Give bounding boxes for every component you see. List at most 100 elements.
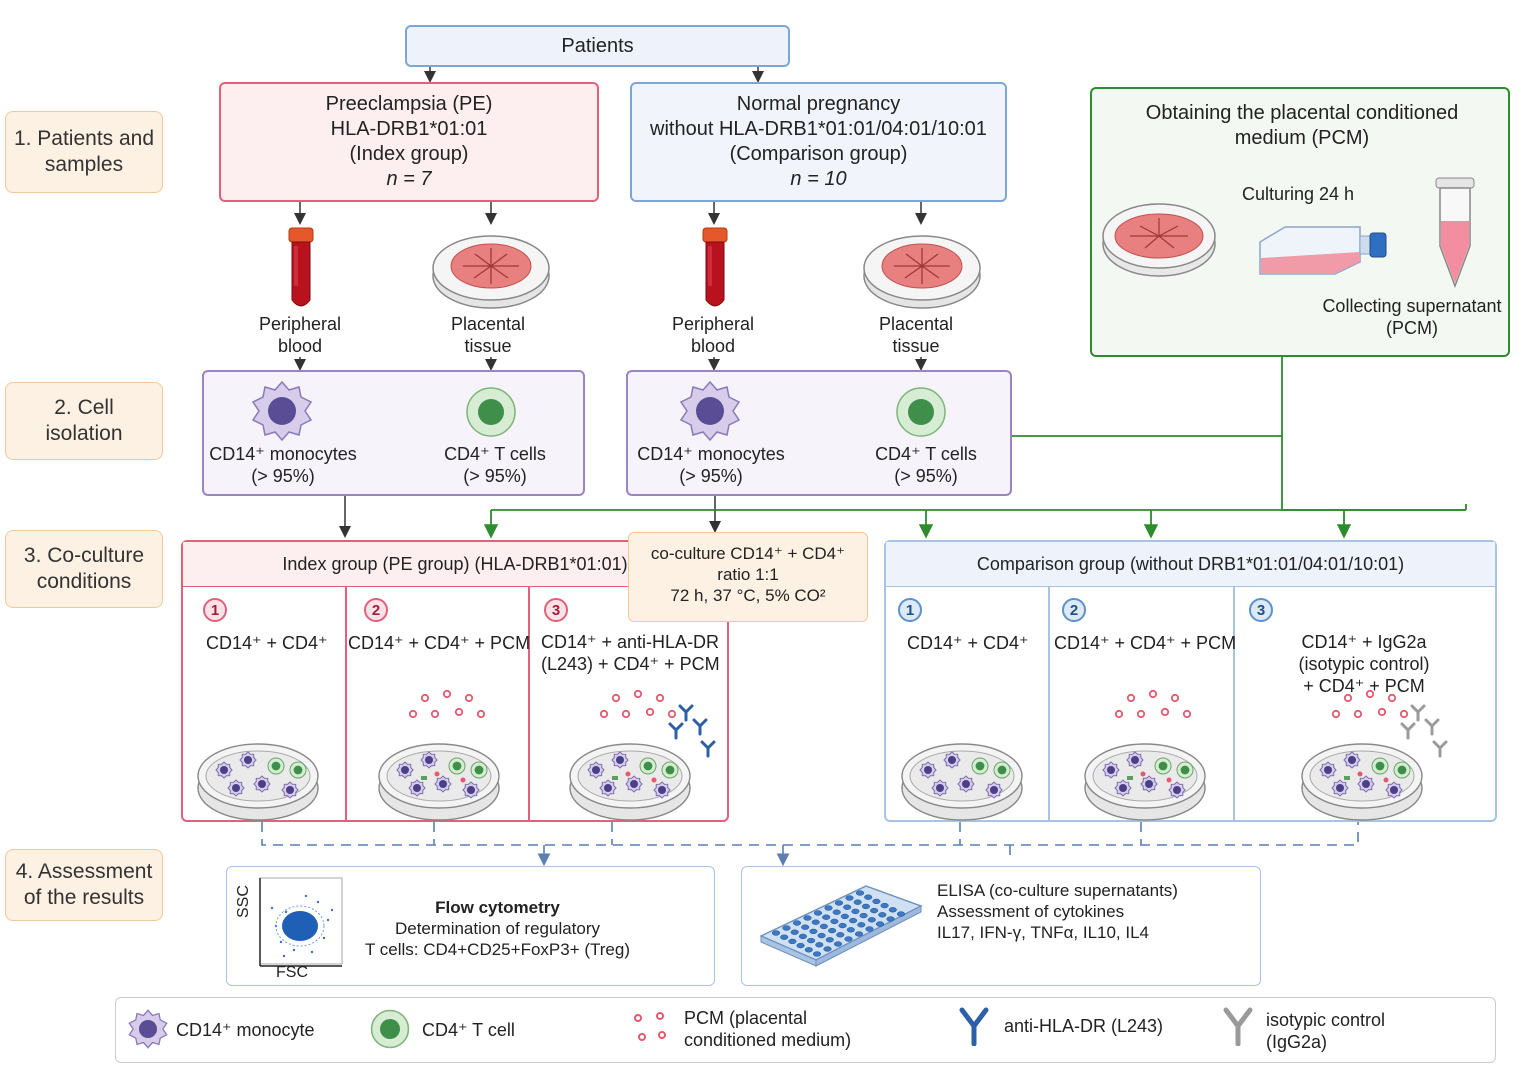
normal-pregnancy-group-box: Normal pregnancy without HLA-DRB1*01:01/…	[630, 82, 1007, 202]
pcm-particle	[1170, 693, 1180, 703]
pcm-particle	[1353, 709, 1363, 719]
pcm-particle	[430, 709, 440, 719]
collection-tube-icon	[1435, 177, 1475, 289]
monocyte-icon	[587, 761, 605, 779]
pcm-particle	[1148, 689, 1158, 699]
monocyte-icon	[653, 781, 671, 799]
pcm-particle	[420, 693, 430, 703]
pcm-particle	[464, 693, 474, 703]
sample-label-blood: Peripheral blood	[671, 314, 755, 356]
monocyte-icon	[462, 781, 480, 799]
pe-n: n = 7	[386, 168, 432, 190]
legend-antibody-icon	[959, 1007, 989, 1046]
np-n: n = 10	[790, 168, 847, 190]
legend-t-cell-icon	[370, 1009, 410, 1049]
monocyte-icon	[611, 751, 629, 769]
flow-cytometry-plot-icon	[259, 877, 343, 967]
condition-number: 1	[203, 598, 227, 622]
legend-monocyte-label: CD14⁺ monocyte	[176, 1020, 315, 1040]
antibody-icon	[700, 740, 716, 758]
step-2-label: 2. Cell isolation	[5, 382, 163, 460]
flow-cytometry-text: Flow cytometry Determination of regulato…	[364, 898, 630, 959]
np-line2: without HLA-DRB1*01:01/04:01/10:01	[650, 118, 987, 140]
legend-pcm-icon	[634, 1012, 666, 1041]
blood-tube-icon	[702, 227, 728, 307]
pcm-particle	[1387, 693, 1397, 703]
legend-antibody-label: anti-HLA-DR (L243)	[1004, 1016, 1164, 1036]
comparison-condition-3: CD14⁺ + IgG2a(isotypic control)+ CD4⁺ + …	[1298, 632, 1430, 696]
step-4-label: 4. Assessment of the results	[5, 849, 163, 921]
monocyte-icon	[599, 779, 617, 797]
t-cell-icon	[448, 757, 466, 775]
sample-label-tissue: Placental tissue	[878, 314, 954, 356]
pcm-particle	[408, 709, 418, 719]
pe-line2: HLA-DRB1*01:01	[330, 118, 488, 140]
t-cell-icon	[470, 761, 488, 779]
t-cell-icon	[1371, 757, 1389, 775]
placenta-dish-icon	[432, 235, 550, 309]
monocyte-icon	[1319, 761, 1337, 779]
index-divider	[345, 587, 347, 820]
t-cell-icon	[1393, 761, 1411, 779]
monocyte-icon	[251, 380, 313, 442]
pcm-particle	[633, 689, 643, 699]
antibody-icon	[668, 722, 684, 740]
condition-number: 3	[544, 598, 568, 622]
pcm-particle	[599, 709, 609, 719]
pe-line1: Preeclampsia (PE)	[325, 93, 493, 115]
monocyte-icon	[1357, 775, 1375, 793]
t-cell-icon	[1154, 757, 1172, 775]
isolation-tcell-label: CD4⁺ T cells(> 95%)	[875, 444, 977, 486]
t-cell-icon	[289, 761, 307, 779]
comparison-condition-1: CD14⁺ + CD4⁺	[907, 633, 1029, 653]
pcm-particle	[621, 709, 631, 719]
pcm-particle	[667, 709, 677, 719]
sample-label-tissue: Placental tissue	[450, 314, 526, 356]
culture-dish-icon	[1301, 689, 1448, 821]
pcm-particle	[1114, 709, 1124, 719]
t-cell-icon	[993, 761, 1011, 779]
pcm-particle	[655, 693, 665, 703]
np-line3: (Comparison group)	[729, 143, 908, 165]
monocyte-icon	[1385, 781, 1403, 799]
condition-number: 3	[1249, 598, 1273, 622]
step-1-label: 1. Patients and samples	[5, 111, 163, 193]
t-cell-icon	[639, 757, 657, 775]
cell-isolation-box-normal	[626, 370, 1012, 496]
pcm-particle	[476, 709, 486, 719]
antibody-icon	[1424, 718, 1440, 736]
legend-t-cell-label: CD4⁺ T cell	[422, 1020, 515, 1040]
comparison-condition-2: CD14⁺ + CD4⁺ + PCM	[1054, 633, 1237, 653]
index-condition-2: CD14⁺ + CD4⁺ + PCM	[348, 633, 531, 653]
monocyte-icon	[1331, 779, 1349, 797]
legend-isotype-icon	[1223, 1007, 1253, 1046]
monocyte-icon	[625, 775, 643, 793]
monocyte-icon	[396, 761, 414, 779]
culture-flask-icon	[1259, 226, 1387, 275]
t-cell-icon	[466, 387, 516, 437]
antibody-icon	[692, 718, 708, 736]
index-divider	[528, 587, 530, 820]
pcm-particle	[611, 693, 621, 703]
culture-dish-icon	[901, 743, 1023, 821]
comparison-divider	[1233, 587, 1235, 820]
culturing-label: Culturing 24 h	[1242, 184, 1355, 204]
monocyte-icon	[985, 781, 1003, 799]
pcm-particle	[1126, 693, 1136, 703]
fsc-axis-label: FSC	[276, 964, 308, 981]
t-cell-icon	[971, 757, 989, 775]
patients-box: Patients	[405, 25, 790, 67]
t-cell-icon	[896, 387, 946, 437]
pcm-particle	[442, 689, 452, 699]
monocyte-icon	[420, 751, 438, 769]
condition-number: 1	[898, 598, 922, 622]
monocyte-icon	[227, 779, 245, 797]
coculture-conditions-note: co-culture CD14⁺ + CD4⁺ ratio 1:1 72 h, …	[628, 532, 868, 622]
t-cell-icon	[661, 761, 679, 779]
t-cell-icon	[1176, 761, 1194, 779]
collecting-label: Collecting supernatant (PCM)	[1322, 296, 1502, 338]
antibody-icon	[1432, 740, 1448, 758]
monocyte-icon	[943, 751, 961, 769]
